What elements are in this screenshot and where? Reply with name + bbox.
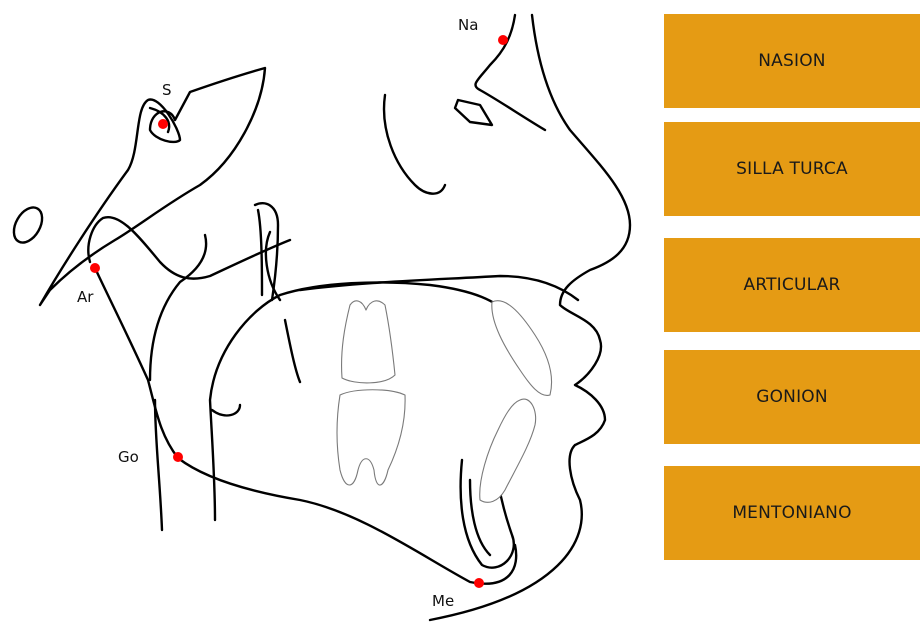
landmark-dot <box>474 578 484 588</box>
maxilla-outline <box>455 100 492 125</box>
landmark-dot <box>158 119 168 129</box>
soft-palate <box>285 320 300 382</box>
upper-incisor <box>492 301 552 396</box>
facial-profile <box>430 15 630 620</box>
cephalometric-tracing: Na S Ar Go Me <box>0 0 660 626</box>
orbit-ellipse <box>8 203 48 248</box>
lower-molar <box>337 390 405 485</box>
nasion-button[interactable]: NASION <box>664 14 920 108</box>
coronoid-process <box>150 235 206 380</box>
silla-turca-button[interactable]: SILLA TURCA <box>664 122 920 216</box>
landmark-dot <box>498 35 508 45</box>
landmark-ar: Ar <box>77 263 100 306</box>
landmark-na: Na <box>458 16 508 45</box>
gonion-button[interactable]: GONION <box>664 350 920 444</box>
lower-incisor <box>480 399 536 502</box>
upper-molar <box>342 301 395 383</box>
landmark-dot <box>173 452 183 462</box>
landmark-label-ar: Ar <box>77 288 94 306</box>
cranial-base-outline <box>40 68 265 305</box>
ramus-outline <box>88 217 516 584</box>
landmark-label-me: Me <box>432 592 454 610</box>
landmark-label-s: S <box>162 81 172 99</box>
mentoniano-button[interactable]: MENTONIANO <box>664 466 920 560</box>
orbit-rim <box>384 95 445 194</box>
landmark-dot <box>90 263 100 273</box>
landmark-me: Me <box>432 578 484 610</box>
landmark-label-na: Na <box>458 16 478 34</box>
articular-button[interactable]: ARTICULAR <box>664 238 920 332</box>
palatal-plane <box>300 276 578 300</box>
landmark-label-go: Go <box>118 448 139 466</box>
